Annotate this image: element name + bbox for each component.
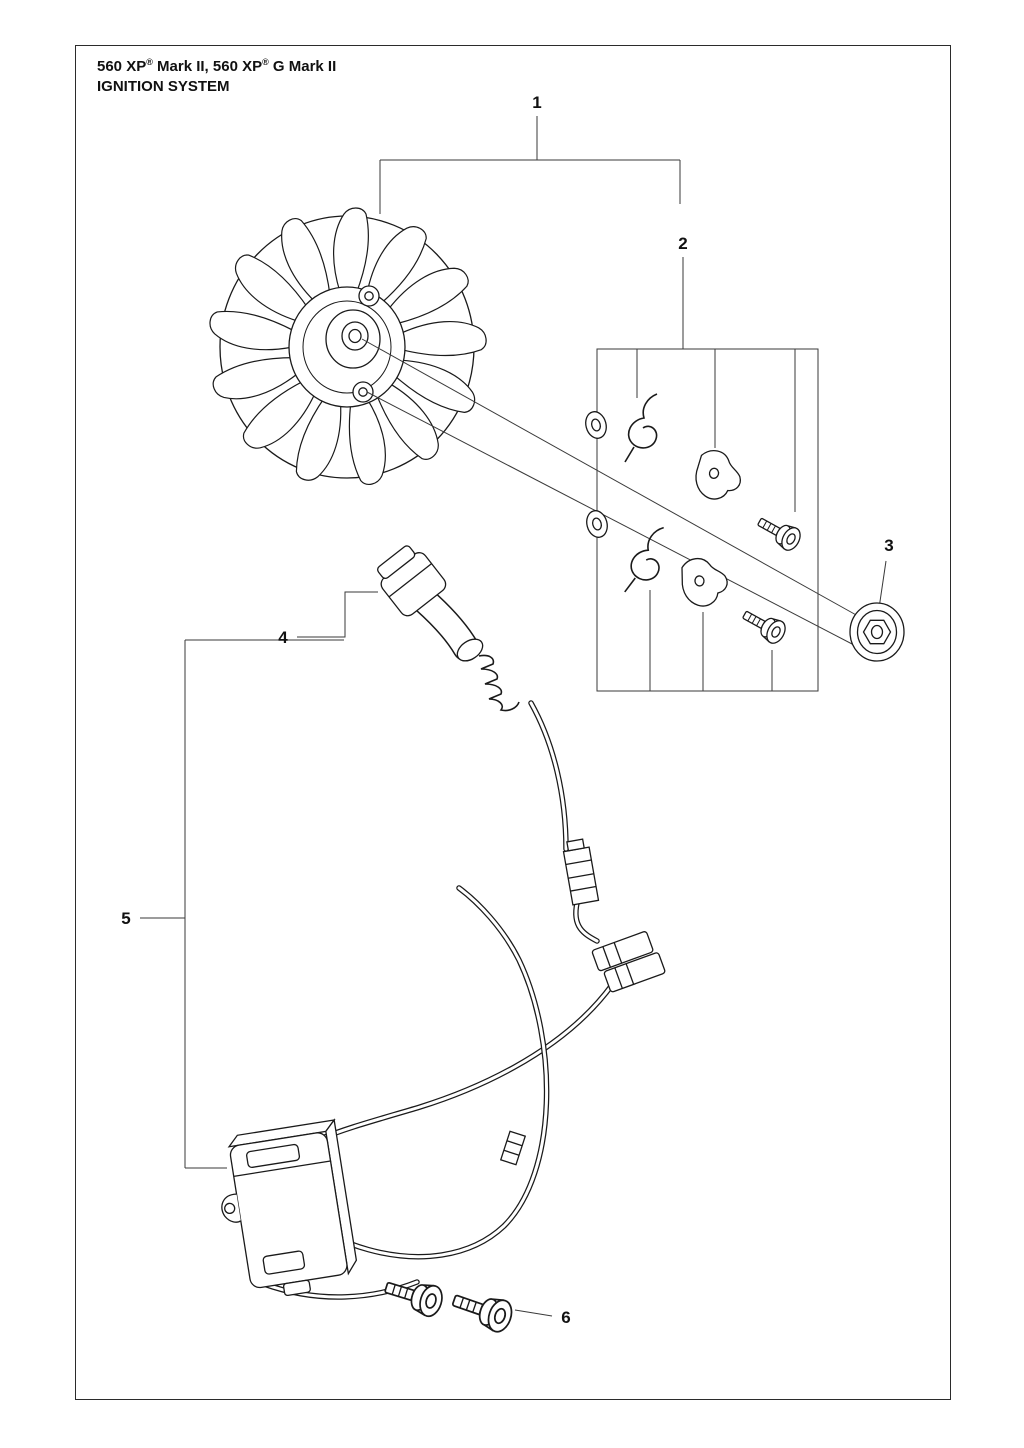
connector-b	[591, 931, 666, 993]
page-subtitle: IGNITION SYSTEM	[97, 77, 230, 95]
callout-6: 6	[561, 1308, 570, 1327]
mounting-screw-2	[447, 1283, 517, 1336]
callout-3: 3	[884, 536, 893, 555]
connector-c	[499, 1130, 527, 1166]
model-title: 560 XP® Mark II, 560 XP® G Mark II	[97, 57, 337, 75]
pawl-screw-lower	[738, 603, 790, 648]
callout-5: 5	[121, 909, 130, 928]
flywheel	[206, 207, 489, 488]
callout-2: 2	[678, 234, 687, 253]
callout-4-leader	[297, 591, 378, 638]
boot-spring	[478, 654, 520, 712]
axis-lines	[361, 338, 859, 646]
callout-1: 1	[532, 93, 541, 112]
spark-plug-boot	[377, 545, 484, 662]
callout-5-leader	[140, 639, 344, 1169]
callout-6-leader	[514, 1309, 553, 1317]
pawl-spring-lower	[623, 523, 665, 597]
page-border	[75, 45, 951, 1400]
callout-1-leader	[379, 116, 681, 214]
ignition-module	[221, 1118, 358, 1297]
flange-nut	[849, 602, 905, 662]
page-header: 560 XP® Mark II, 560 XP® G Mark II IGNIT…	[97, 57, 336, 96]
callout-4: 4	[278, 628, 288, 647]
connector-a	[562, 838, 600, 906]
washer-upper	[582, 408, 610, 442]
starter-pawl-lower	[679, 555, 731, 609]
pawl-spring-upper	[624, 393, 658, 463]
group-2-frame	[596, 348, 819, 692]
mounting-screw-1	[380, 1271, 447, 1320]
washer-lower	[583, 507, 611, 541]
pawl-screw-upper	[753, 510, 805, 555]
starter-pawl-upper	[691, 447, 747, 505]
